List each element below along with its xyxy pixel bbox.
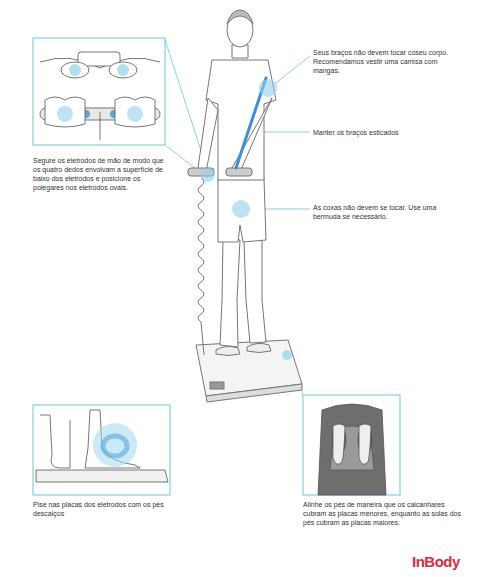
platform-detail [318, 404, 386, 495]
brand-logo: InBody [412, 552, 474, 572]
callout-text: Seus braços não devem tocar coseu corpo.… [313, 48, 463, 75]
callout-text: As coxas não devem se tocar. Use uma ber… [313, 203, 448, 221]
highlights [201, 78, 292, 360]
callout-text: Manter os braços esticados [313, 128, 463, 137]
callout-text: Segure os eletrodos de mão de modo que o… [33, 156, 173, 192]
callout-text: Pise nas placas dos eletrodos com os pés… [33, 500, 173, 518]
person-figure [188, 10, 302, 402]
callout-text: Alinhe os pés de maneira que os calcanha… [303, 500, 463, 527]
inset-boxes [33, 38, 400, 495]
foot-detail [36, 410, 168, 482]
hand-detail [40, 52, 160, 140]
leader-lines [165, 40, 310, 395]
